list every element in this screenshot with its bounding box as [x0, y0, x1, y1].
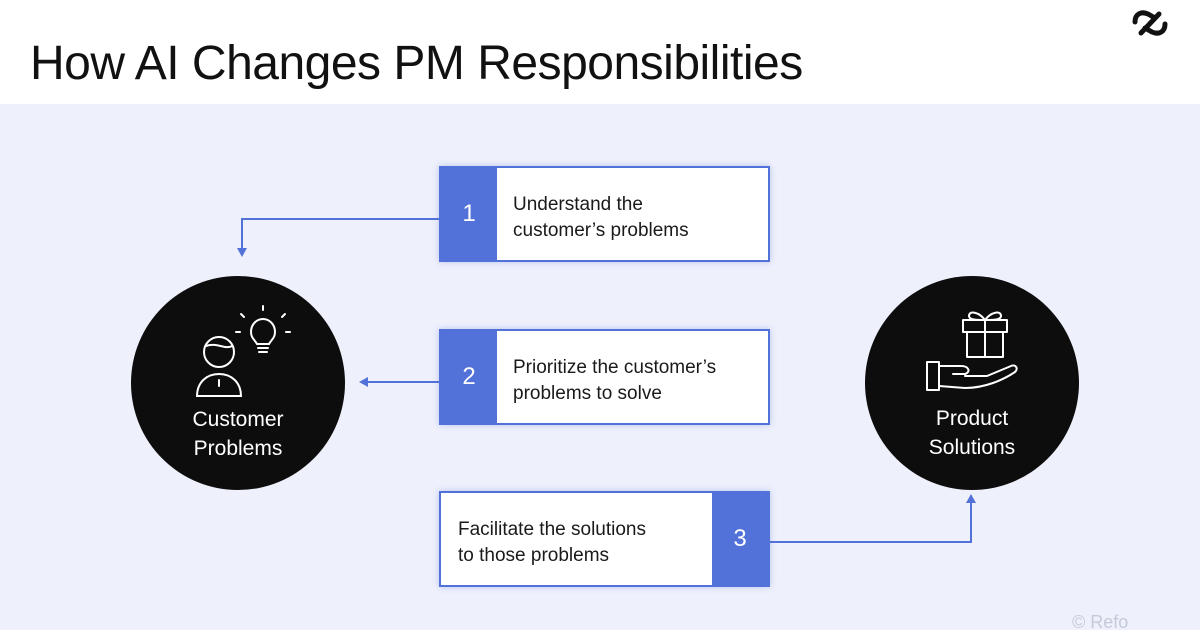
step-1-line2: customer’s problems	[513, 220, 689, 241]
connector-step1-to-customer	[241, 218, 439, 250]
arrowhead-down	[237, 248, 247, 257]
product-solutions-label: Product Solutions	[865, 404, 1079, 462]
customer-label-line2: Problems	[193, 437, 283, 460]
connector-step3-to-product	[770, 500, 972, 543]
step-3-line2: to those problems	[458, 545, 610, 566]
product-solutions-node: Product Solutions	[865, 276, 1079, 490]
step-1-line1: Understand the	[513, 194, 643, 215]
header: How AI Changes PM Responsibilities	[0, 0, 1200, 104]
page-title: How AI Changes PM Responsibilities	[30, 37, 803, 91]
step-3-text: Facilitate the solutions to those proble…	[458, 517, 646, 569]
product-label-line1: Product	[935, 407, 1009, 430]
step-3-number: 3	[712, 493, 768, 585]
arrowhead-up	[966, 494, 976, 503]
arrowhead-left	[359, 377, 368, 387]
step-3-line1: Facilitate the solutions	[458, 519, 646, 540]
reforge-logo-icon	[1132, 10, 1168, 36]
customer-problems-label: Customer Problems	[131, 405, 345, 463]
step-1-number: 1	[441, 168, 497, 260]
step-2-line1: Prioritize the customer’s	[513, 357, 717, 378]
step-1-box: 1 Understand the customer’s problems	[439, 166, 770, 262]
customer-problems-node: Customer Problems	[131, 276, 345, 490]
watermark: © Refo	[1072, 612, 1129, 632]
step-3-box: 3 Facilitate the solutions to those prob…	[439, 491, 770, 587]
step-1-text: Understand the customer’s problems	[513, 192, 689, 244]
customer-label-line1: Customer	[192, 408, 284, 431]
step-2-box: 2 Prioritize the customer’s problems to …	[439, 329, 770, 425]
step-2-number: 2	[441, 331, 497, 423]
product-label-line2: Solutions	[928, 436, 1016, 459]
gift-hand-icon	[926, 311, 1018, 391]
person-lightbulb-icon	[195, 305, 291, 397]
step-2-line2: problems to solve	[513, 383, 662, 404]
step-2-text: Prioritize the customer’s problems to so…	[513, 355, 716, 407]
